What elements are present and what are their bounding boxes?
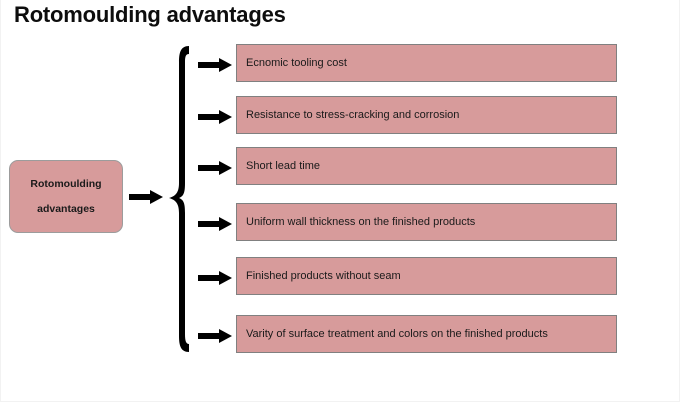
source-node-line-1: Rotomoulding [30,178,102,190]
arrow-to-item-5 [198,271,232,285]
brace-connector-icon [169,46,189,352]
arrow-head-icon [219,217,232,231]
arrow-to-item-1 [198,58,232,72]
arrow-shaft [198,114,220,120]
arrow-shaft [129,194,151,200]
arrow-head-icon [219,329,232,343]
page-title: Rotomoulding advantages [14,2,286,27]
arrow-shaft [198,165,220,171]
arrow-head-icon [219,58,232,72]
arrow-head-icon [219,110,232,124]
arrow-shaft [198,275,220,281]
arrow-head-icon [219,271,232,285]
arrow-shaft [198,333,220,339]
item-box[interactable]: Ecnomic tooling cost [236,44,617,82]
source-node-line-2: advantages [37,202,95,215]
item-box[interactable]: Resistance to stress-cracking and corros… [236,96,617,134]
arrow-to-item-3 [198,161,232,175]
arrow-source-to-brace [129,190,163,204]
item-box[interactable]: Varity of surface treatment and colors o… [236,315,617,353]
arrow-to-item-2 [198,110,232,124]
item-label: Varity of surface treatment and colors o… [246,327,548,340]
item-box[interactable]: Uniform wall thickness on the finished p… [236,203,617,241]
item-box[interactable]: Short lead time [236,147,617,185]
item-box[interactable]: Finished products without seam [236,257,617,295]
arrow-to-item-4 [198,217,232,231]
arrow-shaft [198,62,220,68]
arrow-to-item-6 [198,329,232,343]
item-label: Resistance to stress-cracking and corros… [246,108,460,121]
item-label: Short lead time [246,159,320,172]
item-label: Finished products without seam [246,269,401,282]
item-label: Ecnomic tooling cost [246,56,347,69]
arrow-head-icon [219,161,232,175]
arrow-head-icon [150,190,163,204]
arrow-shaft [198,221,220,227]
source-node-rotomoulding-advantages[interactable]: Rotomoulding advantages [9,160,123,233]
item-label: Uniform wall thickness on the finished p… [246,215,476,228]
